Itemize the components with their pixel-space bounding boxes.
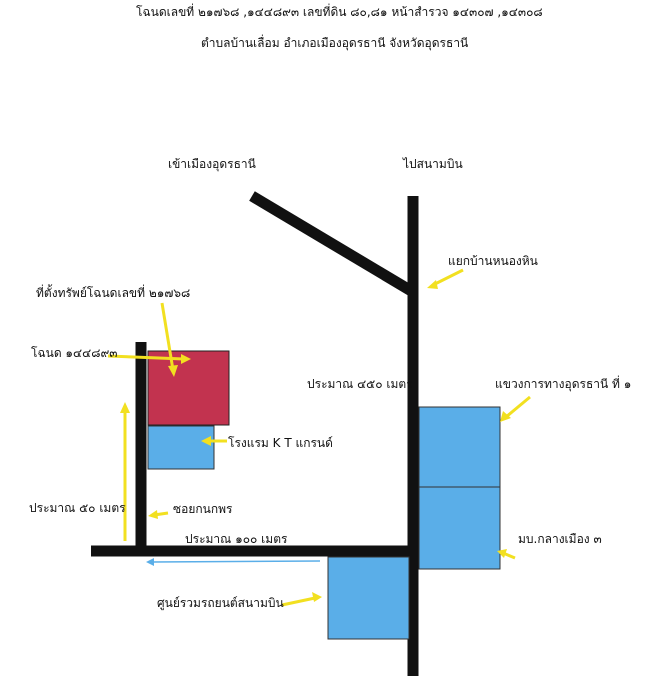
label-car-center: ศูนย์รวมรถยนต์สนามบิน <box>157 596 284 610</box>
label-to-airport: ไปสนามบิน <box>403 157 463 171</box>
label-soi: ซอยกนกพร <box>173 502 233 516</box>
village-building <box>418 486 501 570</box>
hotel-building <box>147 425 215 470</box>
label-dist-450: ประมาณ ๔๕๐ เมตร <box>307 377 413 391</box>
deed-arrowhead <box>181 354 191 364</box>
label-to-city: เข้าเมืองอุดรธานี <box>168 157 256 171</box>
car-center-arrow <box>281 596 316 607</box>
soi-arrowhead <box>148 510 158 519</box>
label-dist-100: ประมาณ ๑๐๐ เมตร <box>185 532 288 546</box>
road-diagonal <box>249 191 416 297</box>
highway-arrow <box>505 395 531 419</box>
dist50-arrowhead <box>120 402 130 413</box>
label-junction: แยกบ้านหนองหิน <box>448 254 538 268</box>
village-arrowhead <box>497 549 507 558</box>
junction-arrowhead <box>427 280 438 289</box>
junction-arrow <box>432 268 464 287</box>
label-village: มบ.กลางเมือง ๓ <box>518 532 602 546</box>
hotel-arrowhead <box>201 436 211 446</box>
highway-arrowhead <box>500 411 511 422</box>
deed-arrow <box>107 354 185 361</box>
property-plot <box>147 350 230 426</box>
car-center-arrowhead <box>312 592 322 602</box>
route-line <box>151 560 321 563</box>
label-dist-50: ประมาณ ๕๐ เมตร <box>29 501 126 515</box>
route-arrowhead <box>146 558 154 566</box>
label-hotel: โรงแรม K T แกรนด์ <box>228 436 333 450</box>
car-center-building <box>327 556 410 640</box>
property-arrowhead <box>168 365 178 377</box>
header-line-2: ตำบลบ้านเลื่อม อำเภอเมืองอุดรธานี จังหวั… <box>201 36 469 50</box>
highway-office-building <box>418 406 501 488</box>
label-highway-office: แขวงการทางอุดรธานี ที่ ๑ <box>495 377 632 391</box>
header-line-1: โฉนดเลขที่ ๒๑๗๖๘ ,๑๔๔๘๙๓ เลขที่ดิน ๘๐,๘๑… <box>136 5 543 19</box>
label-property-location: ที่ตั้งทรัพย์โฉนดเลขที่ ๒๑๗๖๘ <box>36 286 191 300</box>
label-deed: โฉนด ๑๔๔๘๙๓ <box>31 346 118 360</box>
